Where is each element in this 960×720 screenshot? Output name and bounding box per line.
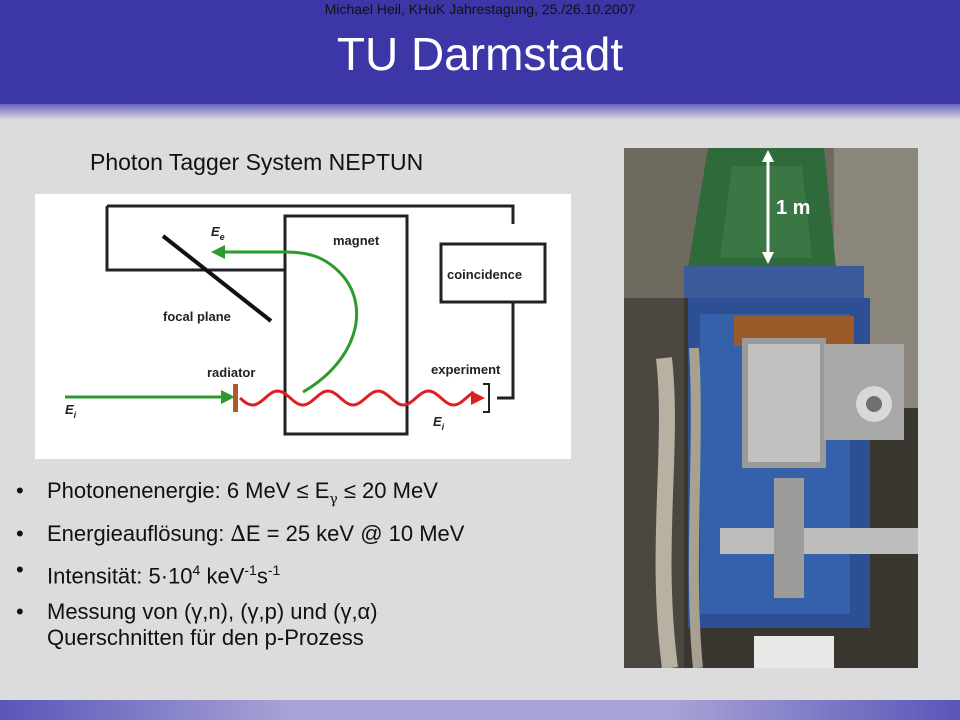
radiator-foil	[233, 384, 238, 412]
title-bar-fade	[0, 104, 960, 120]
e-e-label: Ee	[211, 224, 225, 242]
bullet-marker: •	[16, 598, 24, 624]
footer-text: Michael Heil, KHuK Jahrestagung, 25./26.…	[324, 1, 636, 17]
electron-arrowhead	[211, 245, 225, 259]
diagram-caption: Photon Tagger System NEPTUN	[90, 149, 424, 175]
tagger-diagram: magnet coincidence focal plane Ee Ei rad…	[35, 194, 571, 459]
e-i-left-label: Ei	[65, 402, 77, 420]
chamber-outline-right	[497, 302, 515, 400]
chamber-outline-left	[105, 206, 285, 272]
incoming-beam-arrowhead	[221, 390, 235, 404]
experiment-target	[483, 383, 490, 413]
e-i-right-label: Ei	[433, 414, 445, 432]
scale-label: 1 m	[776, 197, 810, 219]
photon-arrowhead	[471, 391, 485, 405]
magnet-label: magnet	[333, 233, 380, 248]
focal-plane-label: focal plane	[163, 309, 231, 324]
electron-trajectory	[221, 250, 359, 394]
bullet-energy-resolution: • Energieauflösung: ∆E = 25 keV @ 10 MeV	[16, 521, 465, 548]
footer-bar	[0, 700, 960, 720]
bullet-marker: •	[16, 521, 24, 547]
experiment-label: experiment	[431, 362, 501, 377]
property-list: • Photonenenergie: 6 MeV ≤ Eγ ≤ 20 MeV •…	[16, 478, 606, 660]
bullet-photon-energy: • Photonenenergie: 6 MeV ≤ Eγ ≤ 20 MeV	[16, 478, 438, 508]
chamber-outline-top	[107, 204, 515, 224]
radiator-label: radiator	[207, 365, 255, 380]
bullet-intensity: • Intensität: 5·104 keV-1s-1	[16, 557, 281, 589]
photon-wave	[239, 389, 475, 407]
title-bar	[0, 0, 960, 104]
slide-title: TU Darmstadt	[336, 28, 624, 80]
bullet-marker: •	[16, 557, 24, 583]
coincidence-box	[439, 242, 547, 304]
coincidence-label: coincidence	[447, 267, 522, 282]
bullet-marker: •	[16, 478, 24, 503]
focal-plane-line	[161, 234, 273, 323]
setup-photo: 1 m	[624, 148, 918, 668]
bullet-measurement: • Messung von (γ,n), (γ,p) und (γ,α) Que…	[16, 598, 378, 650]
setup-photo-illustration: 1 m	[624, 148, 918, 668]
tagger-schematic: magnet coincidence focal plane Ee Ei rad…	[65, 204, 547, 436]
